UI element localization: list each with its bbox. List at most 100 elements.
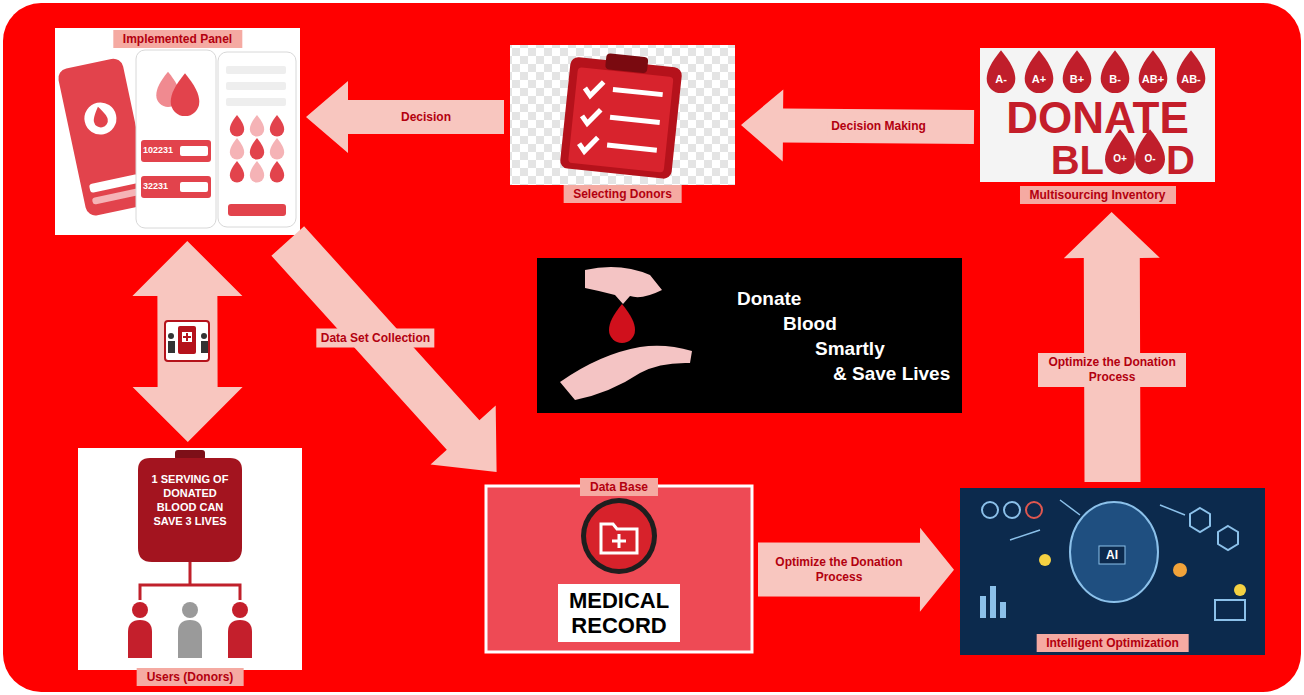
blood-bag-picture-part — [140, 562, 240, 600]
block-arrow — [271, 226, 496, 472]
blood-bag-picture — [78, 448, 302, 670]
image-text: AB- — [1175, 73, 1207, 85]
blood-bag-picture-part — [232, 602, 248, 618]
image-text: A+ — [1023, 73, 1055, 85]
arrow-label: Decision Making — [827, 117, 930, 136]
blood-bag-picture-part — [138, 458, 242, 562]
image-text: D — [1166, 140, 1195, 180]
app-screens-part — [136, 50, 216, 228]
clipboard-picture-part — [584, 80, 603, 97]
ai-picture-part — [1039, 554, 1051, 566]
image-panel: Selecting Donors — [510, 45, 735, 205]
app-screens-part — [141, 140, 211, 162]
app-screens-part — [270, 115, 284, 136]
image-panel: Implemented Panel — [55, 28, 300, 235]
image-text: AB+ — [1137, 73, 1169, 85]
panel-caption: Selecting Donors — [563, 185, 682, 203]
app-screens-part — [226, 98, 286, 106]
app-screens-part — [141, 176, 211, 198]
app-screens-part — [250, 115, 264, 136]
app-screens-part — [91, 105, 109, 128]
clipboard-picture-part — [510, 45, 735, 185]
clipboard-picture-part — [613, 87, 663, 97]
app-screens-part — [180, 182, 208, 192]
app-screens-part — [55, 28, 300, 235]
app-screens-part — [92, 188, 142, 205]
arrow-label: Optimize the Donation Process — [1038, 353, 1186, 387]
tagline-line: Smartly — [737, 336, 950, 361]
blood-bag-picture-part — [128, 620, 152, 658]
ai-picture-part — [1004, 502, 1020, 518]
image-text: 1 SERVING OF DONATED BLOOD CAN SAVE 3 LI… — [148, 472, 232, 528]
medical-record-picture-part — [486, 486, 752, 652]
ai-picture-part — [1000, 602, 1006, 618]
image-text: A- — [985, 73, 1017, 85]
image-text: B- — [1099, 73, 1131, 85]
ai-picture-part — [960, 488, 1265, 655]
hands-picture — [537, 258, 962, 413]
ai-picture-part — [990, 586, 996, 618]
ai-picture-part — [1099, 546, 1125, 564]
block-arrow — [741, 89, 974, 161]
ai-picture-part — [1070, 502, 1158, 602]
clipboard-picture-part — [559, 56, 682, 179]
image-text: 32231 — [143, 181, 168, 192]
image-text: B+ — [1061, 73, 1093, 85]
blood-bag-picture-part — [228, 620, 252, 658]
ai-picture-part — [1234, 584, 1246, 596]
exchange-icon-part — [178, 326, 196, 354]
medical-record-picture-part — [558, 584, 680, 642]
clipboard-picture-part — [568, 67, 674, 173]
block-arrow — [1064, 212, 1160, 482]
tagline-line: Blood — [737, 311, 950, 336]
block-arrow — [758, 528, 954, 612]
medical-record-picture-part — [601, 524, 637, 553]
exchange-icon-part — [168, 341, 175, 353]
app-screens-part — [81, 100, 119, 138]
ai-picture-part — [980, 596, 986, 618]
app-screens-part — [270, 161, 284, 182]
clipboard-picture-part — [610, 115, 660, 125]
image-panel: Intelligent Optimization — [960, 488, 1265, 655]
donate-blood-picture-part — [1101, 50, 1130, 93]
app-screens — [55, 28, 300, 235]
app-screens-part — [250, 161, 264, 182]
app-screens-part — [230, 138, 244, 159]
clipboard-picture-part — [605, 53, 648, 73]
clipboard-picture-part — [581, 108, 600, 125]
medical-record-picture-part — [612, 534, 626, 548]
block-arrow — [132, 241, 242, 442]
donate-blood-picture-part — [1177, 50, 1206, 93]
arrow-label: Decision — [397, 108, 455, 127]
image-text: O- — [1135, 153, 1165, 165]
image-text: MEDICAL RECORD — [558, 588, 680, 638]
blood-bag-picture-part — [182, 602, 198, 618]
ai-picture-part — [1190, 508, 1210, 532]
hands-picture-part — [560, 346, 692, 400]
donate-blood-picture-part — [1139, 50, 1168, 93]
arrow-label: Data Set Collection — [317, 329, 434, 348]
app-screens-part — [218, 52, 296, 227]
app-screens-part — [180, 146, 208, 156]
clipboard-picture — [510, 45, 735, 185]
medical-record-picture-part — [586, 503, 652, 569]
donate-blood-picture — [980, 48, 1215, 182]
medical-record-picture — [486, 486, 752, 652]
image-text: DONATE — [985, 96, 1210, 140]
app-screens-part — [250, 138, 264, 159]
blood-bag-picture-part — [132, 602, 148, 618]
tagline-text: Donate Blood Smartly & Save Lives — [737, 286, 950, 386]
app-screens-part — [228, 204, 286, 216]
app-screens-part — [230, 161, 244, 182]
ai-picture-part — [1215, 600, 1245, 620]
clipboard-picture-part — [607, 143, 657, 153]
app-screens-part — [230, 115, 244, 136]
donate-blood-picture-part — [1063, 50, 1092, 93]
tagline-box: Donate Blood Smartly & Save Lives — [537, 258, 962, 413]
panel-caption: Intelligent Optimization — [1036, 634, 1189, 652]
exchange-icon-part — [201, 341, 208, 353]
panel-caption: Implemented Panel — [113, 30, 242, 48]
panel-caption: Multisourcing Inventory — [1019, 186, 1175, 204]
block-arrow — [306, 81, 504, 153]
